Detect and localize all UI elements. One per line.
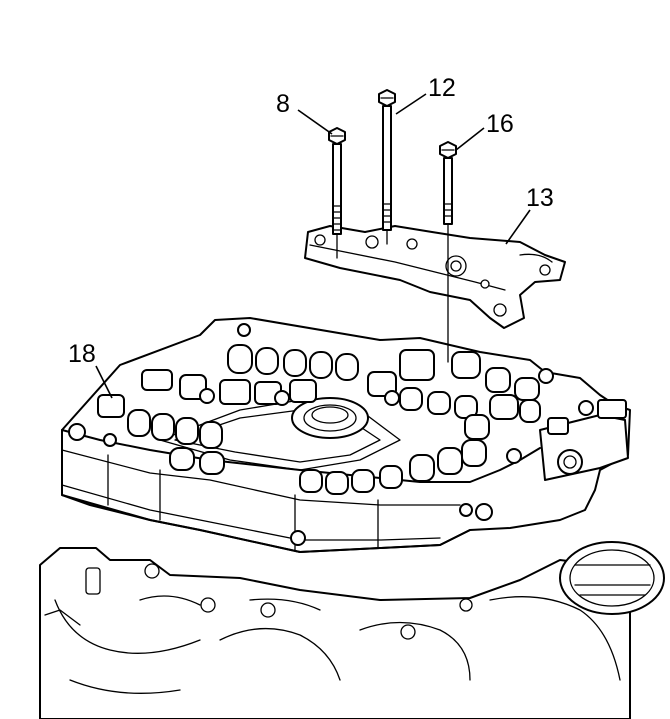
callout-18: 18: [68, 340, 96, 368]
bolt-8: [328, 127, 346, 259]
callout-13: 13: [526, 184, 554, 212]
transmission-case: [39, 541, 665, 719]
callout-8: 8: [276, 90, 290, 118]
bolt-16: [439, 141, 457, 363]
bolt-12: [378, 89, 396, 245]
callout-12: 12: [428, 74, 456, 102]
valve-body-bolts: [68, 323, 594, 546]
valve-spools: [68, 323, 629, 546]
solenoid-connector: [539, 399, 629, 481]
bracket: [304, 225, 566, 329]
callout-16: 16: [486, 110, 514, 138]
leader-lines: [95, 93, 531, 399]
